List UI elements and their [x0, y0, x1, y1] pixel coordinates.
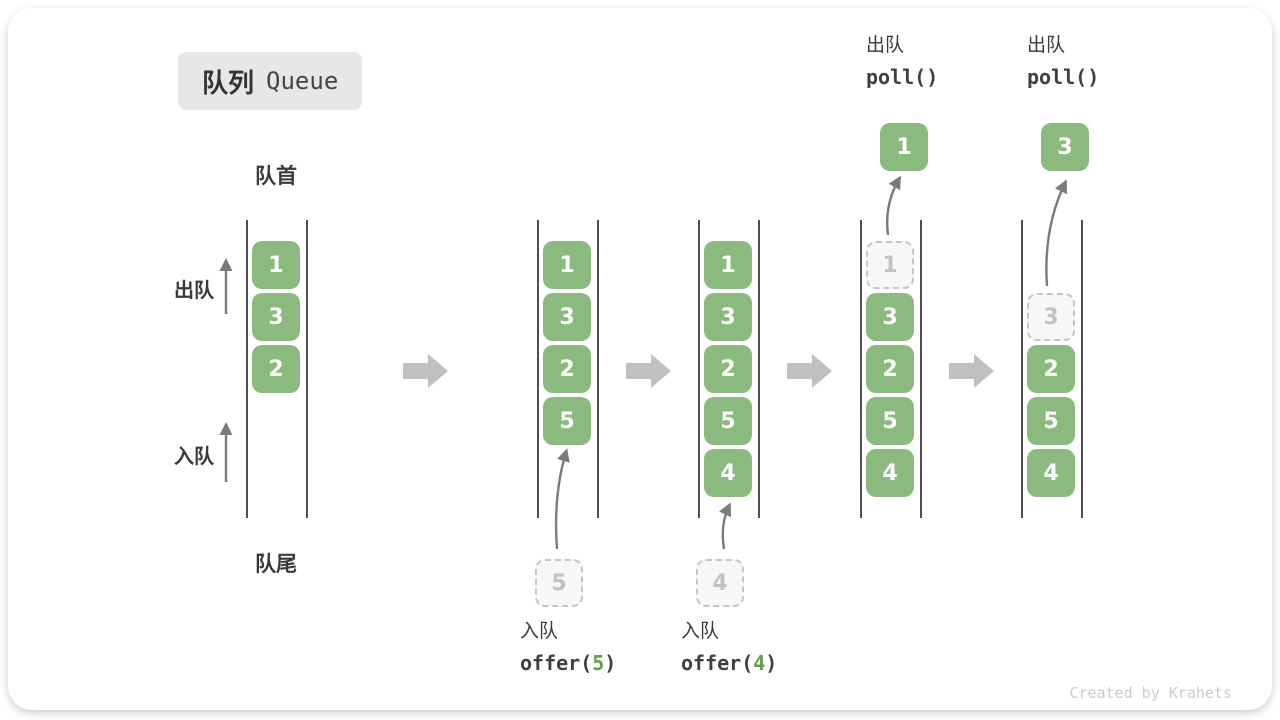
transition-arrow-icon — [403, 352, 449, 395]
queue-cell: 4 — [866, 449, 914, 497]
queue-cell: 2 — [252, 345, 300, 393]
enqueue-op-code-pre: offer( — [681, 651, 754, 675]
transition-arrow-icon — [626, 352, 672, 395]
enqueue-op-code-arg: 4 — [753, 651, 766, 675]
queue-cell: 3 — [704, 293, 752, 341]
removed-cell: 3 — [1027, 293, 1075, 341]
enqueue-op-code-pre: offer( — [520, 651, 593, 675]
title-chinese: 队列 — [202, 67, 255, 98]
queue-cell: 1 — [252, 241, 300, 289]
queue-front-label: 队首 — [255, 165, 297, 188]
queue-cell: 2 — [866, 345, 914, 393]
dequeue-op-code: poll() — [866, 65, 939, 89]
dequeue-op-label: 出队 poll() — [1027, 36, 1099, 87]
queue-cell: 1 — [704, 241, 752, 289]
queue-cell: 5 — [866, 397, 914, 445]
transition-arrow-icon — [949, 352, 995, 395]
queue-rear-label: 队尾 — [255, 553, 297, 576]
enqueue-op-code-post: ) — [765, 651, 778, 675]
enqueue-op-code: offer(4) — [681, 653, 777, 673]
queue-cell: 1 — [543, 241, 591, 289]
queue-wall-right — [920, 220, 922, 518]
queue-cell: 5 — [704, 397, 752, 445]
queue-wall-left — [860, 220, 862, 518]
queue-cell: 2 — [1027, 345, 1075, 393]
enqueue-op-text: 入队 — [520, 621, 559, 642]
enqueue-op-code: offer(5) — [520, 653, 616, 673]
queue-wall-left — [698, 220, 700, 518]
enqueue-op-text: 入队 — [681, 621, 720, 642]
watermark: Created by Krahets — [1069, 684, 1232, 702]
dequeue-op-text: 出队 — [1027, 35, 1066, 56]
queue-wall-right — [597, 220, 599, 518]
enqueue-side-label: 入队 — [174, 446, 214, 468]
queue-wall-right — [1081, 220, 1083, 518]
queue-wall-left — [1021, 220, 1023, 518]
enqueue-op-label: 入队 offer(5) — [520, 622, 616, 673]
queue-cell: 3 — [866, 293, 914, 341]
dequeue-op-text: 出队 — [866, 35, 905, 56]
queue-cell: 2 — [543, 345, 591, 393]
dequeue-op-code: poll() — [1027, 65, 1100, 89]
enqueue-op-label: 入队 offer(4) — [681, 622, 777, 673]
queue-wall-right — [758, 220, 760, 518]
queue-cell: 2 — [704, 345, 752, 393]
enqueue-op-code-arg: 5 — [592, 651, 605, 675]
diagram-card: 队列 Queue 队首 队尾 出队 入队 Created by Krahets … — [8, 8, 1272, 710]
result-cell: 3 — [1041, 123, 1089, 171]
queue-wall-right — [306, 220, 308, 518]
queue-cell: 5 — [543, 397, 591, 445]
queue-cell: 3 — [252, 293, 300, 341]
queue-cell: 3 — [543, 293, 591, 341]
pending-cell: 5 — [535, 559, 583, 607]
title-box: 队列 Queue — [178, 52, 363, 110]
dequeue-op-label: 出队 poll() — [866, 36, 938, 87]
enqueue-arrow-5 — [554, 448, 570, 550]
queue-cell: 5 — [1027, 397, 1075, 445]
dequeue-side-label: 出队 — [174, 280, 214, 302]
poll-arrow-1 — [885, 175, 901, 236]
transition-arrow-icon — [787, 352, 833, 395]
result-cell: 1 — [880, 123, 928, 171]
poll-arrow-3 — [1045, 179, 1067, 287]
queue-cell: 4 — [704, 449, 752, 497]
enqueue-arrow-4 — [719, 502, 732, 550]
title-english: Queue — [266, 67, 339, 95]
removed-cell: 1 — [866, 241, 914, 289]
queue-cell: 4 — [1027, 449, 1075, 497]
queue-wall-left — [246, 220, 248, 518]
enqueue-op-code-post: ) — [604, 651, 617, 675]
pending-cell: 4 — [696, 559, 744, 607]
queue-wall-left — [537, 220, 539, 518]
